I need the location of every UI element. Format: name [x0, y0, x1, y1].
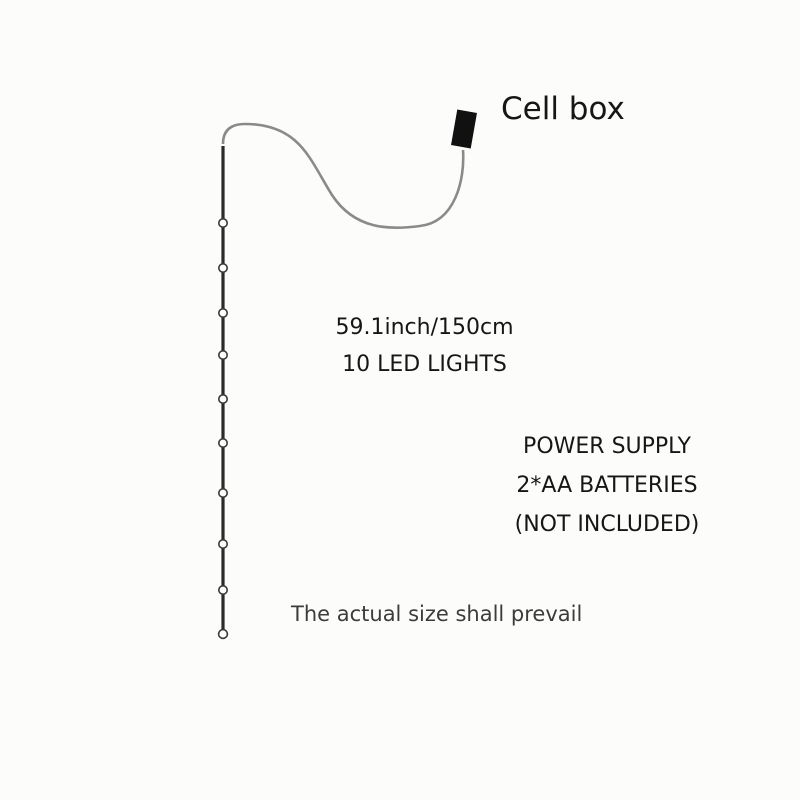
power-supply-title: POWER SUPPLY — [523, 434, 691, 459]
led-node-icon — [218, 349, 229, 360]
led-node-icon — [218, 487, 229, 498]
lead-wire — [221, 122, 465, 230]
led-node-icon — [218, 393, 229, 404]
not-included-label: (NOT INCLUDED) — [514, 512, 700, 537]
led-count-label: 10 LED LIGHTS — [342, 352, 507, 377]
led-node-icon — [218, 262, 229, 273]
power-supply-block: POWER SUPPLY 2*AA BATTERIES (NOT INCLUDE… — [494, 434, 720, 551]
length-label: 59.1inch/150cm — [335, 315, 514, 340]
led-nodes — [217, 218, 229, 640]
led-node-icon — [218, 218, 229, 229]
batteries-label: 2*AA BATTERIES — [516, 473, 698, 498]
cell-box-label: Cell box — [501, 91, 625, 127]
led-node-icon — [218, 584, 229, 595]
battery-box-icon — [451, 109, 477, 149]
spec-block: 59.1inch/150cm 10 LED LIGHTS — [312, 315, 537, 389]
led-node-icon — [217, 628, 229, 640]
disclaimer-note: The actual size shall prevail — [291, 602, 583, 626]
led-node-icon — [218, 307, 229, 318]
led-node-icon — [218, 437, 229, 448]
led-node-icon — [218, 538, 229, 549]
